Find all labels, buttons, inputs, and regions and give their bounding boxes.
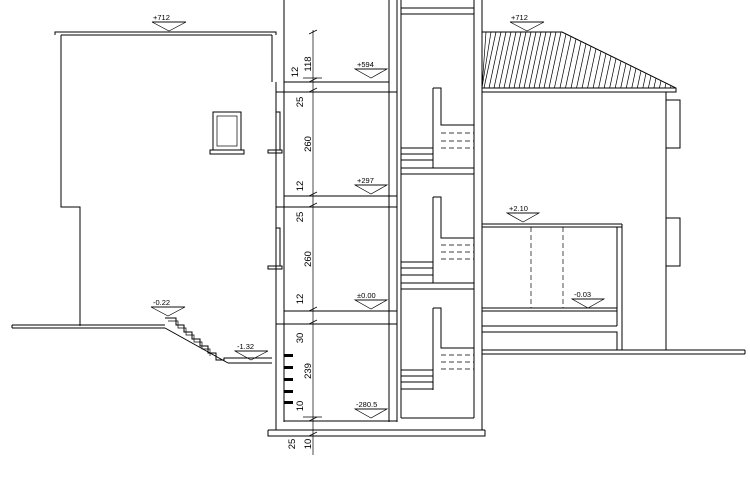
roof-hatch-line bbox=[664, 83, 667, 89]
terrace-and-steps bbox=[11, 317, 272, 364]
roof-hatch-line bbox=[538, 31, 552, 89]
level-marker-gallery-floor: -0.03 bbox=[570, 290, 606, 309]
roof-hatch-line bbox=[533, 31, 547, 89]
dim-25-bottom: 25 bbox=[287, 439, 298, 450]
svg-text:+297: +297 bbox=[357, 176, 374, 185]
svg-text:-280.5: -280.5 bbox=[356, 400, 377, 409]
right-wing bbox=[481, 31, 746, 355]
level-marker-gallery-top: +2.10 bbox=[505, 204, 541, 223]
main-section-core bbox=[267, 0, 486, 437]
dim-12-a: 12 bbox=[295, 181, 306, 192]
dim-260-a: 260 bbox=[303, 136, 314, 152]
roof-hatch-line bbox=[481, 31, 492, 89]
roof-hatch-line bbox=[631, 68, 637, 89]
roof-hatch-line bbox=[488, 31, 502, 89]
level-marker-ground: ±0.00 bbox=[353, 291, 389, 310]
svg-text:+712: +712 bbox=[511, 13, 528, 22]
left-wing bbox=[54, 31, 277, 326]
roof-hatch-line bbox=[543, 31, 557, 89]
dim-260-b: 260 bbox=[303, 251, 314, 267]
window-left-wing bbox=[209, 111, 245, 155]
svg-text:+594: +594 bbox=[357, 60, 374, 69]
roof-hatch-line bbox=[581, 46, 592, 89]
level-marker-roof-right: +712 bbox=[509, 13, 545, 32]
roof-hatch-line bbox=[503, 31, 517, 89]
roof-hatch-line bbox=[518, 31, 532, 89]
dim-10-a: 10 bbox=[295, 401, 306, 412]
roof-hatch-line bbox=[653, 78, 657, 89]
level-marker-steps-bottom: -1.32 bbox=[233, 342, 269, 361]
roof-hatch-line bbox=[559, 36, 572, 89]
roof-hatch-line bbox=[642, 73, 647, 89]
roof-hatch-line bbox=[670, 85, 672, 89]
roof-hatch-line bbox=[513, 31, 527, 89]
svg-text:-1.32: -1.32 bbox=[237, 342, 254, 351]
roof-hatch-line bbox=[528, 31, 542, 89]
dim-12-top: 12 bbox=[290, 67, 301, 78]
stair-core bbox=[400, 0, 483, 430]
roof-hatching bbox=[481, 31, 672, 89]
svg-text:+712: +712 bbox=[153, 13, 170, 22]
roof-hatch-line bbox=[508, 31, 522, 89]
roof-hatch-line bbox=[625, 65, 632, 89]
roof-hatch-line bbox=[598, 53, 607, 89]
level-marker-floor-1: +297 bbox=[353, 176, 389, 195]
dim-25-b: 25 bbox=[295, 212, 306, 223]
dim-118: 118 bbox=[303, 56, 314, 71]
roof-hatch-line bbox=[570, 41, 582, 89]
roof-hatch-line bbox=[592, 51, 602, 89]
roof-hatch-line bbox=[565, 38, 577, 89]
svg-text:+2.10: +2.10 bbox=[509, 204, 528, 213]
roof-hatch-line bbox=[603, 55, 612, 89]
roof-hatch-line bbox=[636, 70, 642, 89]
roof-hatch-line bbox=[548, 31, 562, 89]
roof-hatch-line bbox=[554, 33, 567, 89]
dimension-chain: 118 12 25 260 12 25 260 12 30 239 10 25 … bbox=[287, 29, 322, 455]
level-marker-floor-2: +594 bbox=[353, 60, 389, 79]
roof-hatch-line bbox=[659, 80, 662, 89]
roof-hatch-line bbox=[523, 31, 537, 89]
roof-hatch-line bbox=[614, 60, 622, 89]
svg-text:±0.00: ±0.00 bbox=[357, 291, 376, 300]
level-marker-terrace: -0.22 bbox=[150, 298, 186, 317]
dim-30: 30 bbox=[295, 333, 306, 344]
roof-hatch-line bbox=[620, 63, 627, 89]
svg-text:-0.22: -0.22 bbox=[153, 298, 170, 307]
roof-hatch-line bbox=[609, 58, 617, 89]
dim-12-b: 12 bbox=[295, 294, 306, 305]
roof-hatch-line bbox=[493, 31, 507, 89]
roof-hatch-line bbox=[483, 31, 497, 89]
dim-239: 239 bbox=[303, 363, 314, 379]
level-marker-roof-left: +712 bbox=[151, 13, 187, 32]
roof-hatch-line bbox=[576, 43, 587, 89]
roof-hatch-line bbox=[587, 48, 597, 89]
roof-hatch-line bbox=[648, 75, 652, 89]
roof-hatch-line bbox=[498, 31, 512, 89]
dim-10-bottom: 10 bbox=[303, 439, 314, 450]
roof-hatch-line bbox=[481, 31, 487, 89]
dim-25-a: 25 bbox=[295, 97, 306, 108]
level-marker-basement: -280.5 bbox=[353, 400, 389, 419]
svg-text:-0.03: -0.03 bbox=[574, 290, 591, 299]
